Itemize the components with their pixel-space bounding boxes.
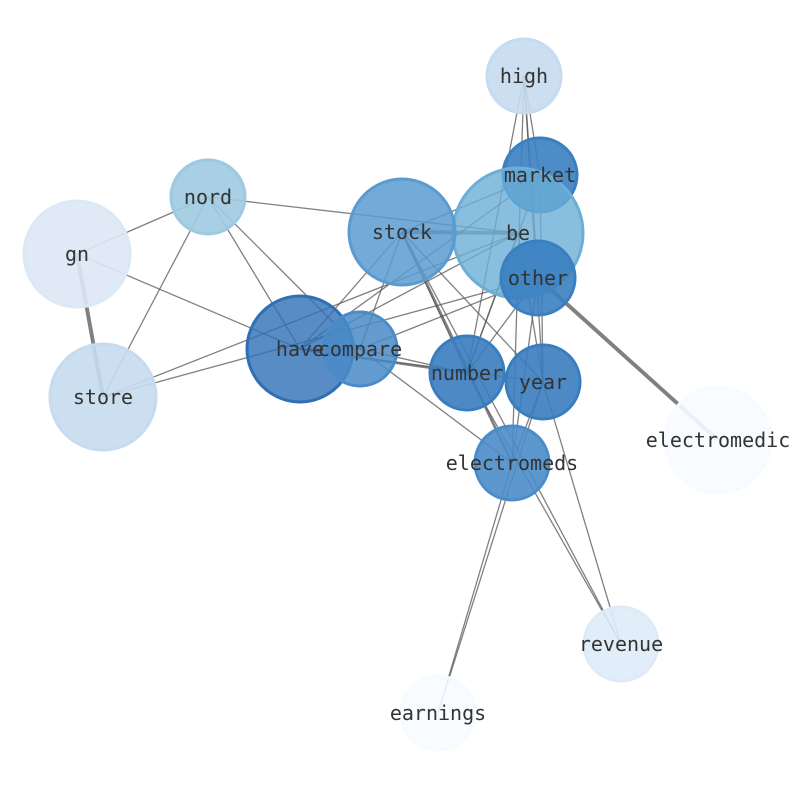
edge-number-revenue — [466, 372, 622, 645]
node-nord[interactable] — [169, 158, 247, 236]
node-label: nord — [184, 185, 232, 209]
node-gn[interactable] — [22, 199, 132, 309]
node-label: market — [504, 163, 576, 187]
node-electromedic[interactable] — [663, 385, 773, 495]
node-label: other — [508, 266, 568, 290]
node-stock[interactable] — [347, 177, 457, 287]
node-label: number — [431, 361, 503, 385]
node-store[interactable] — [48, 342, 158, 452]
node-label: stock — [372, 220, 432, 244]
node-label: earnings — [390, 701, 486, 725]
node-label: high — [500, 64, 548, 88]
node-label: have — [276, 337, 324, 361]
node-number[interactable] — [428, 334, 506, 412]
node-label: be — [506, 221, 530, 245]
node-earnings[interactable] — [399, 674, 477, 752]
node-high[interactable] — [485, 37, 563, 115]
node-label: store — [73, 385, 133, 409]
node-label: electromeds — [446, 451, 578, 475]
node-label: electromedic — [646, 428, 791, 452]
edge-year-revenue — [542, 381, 622, 645]
node-other[interactable] — [499, 239, 577, 317]
node-year[interactable] — [504, 343, 582, 421]
edge-electromeds-earnings — [437, 462, 513, 714]
node-label: compare — [318, 337, 402, 361]
node-revenue[interactable] — [582, 605, 660, 683]
node-compare[interactable] — [321, 310, 399, 388]
node-electromeds[interactable] — [473, 424, 551, 502]
node-label: gn — [65, 242, 89, 266]
node-label: year — [519, 370, 567, 394]
node-label: revenue — [579, 632, 663, 656]
nodes-layer — [22, 37, 773, 752]
